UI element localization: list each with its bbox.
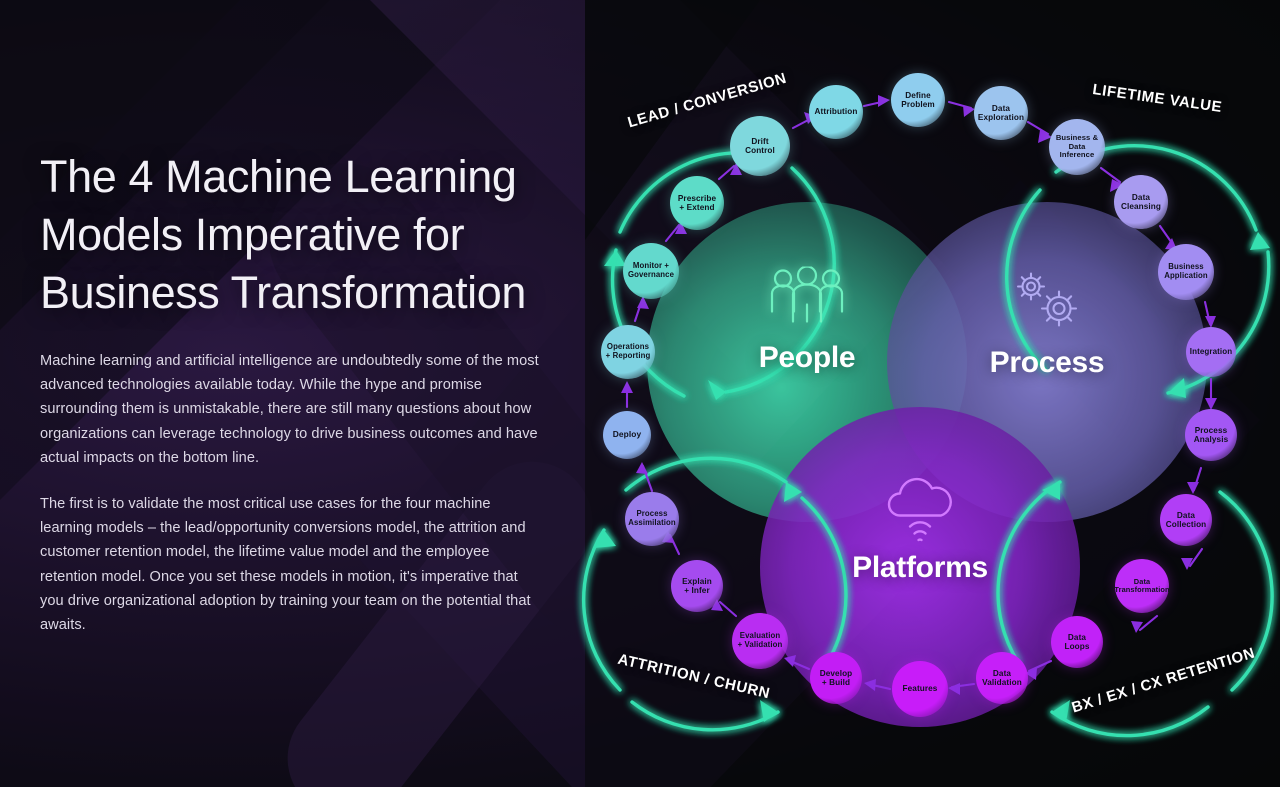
process-node-label: Monitor +Governance: [627, 261, 675, 279]
arc-lifetime-value-right: [1166, 250, 1271, 395]
process-node-label: Evaluation+ Validation: [737, 631, 783, 649]
process-node-label: Develop+ Build: [819, 668, 853, 687]
arrowhead-lead-left: [604, 250, 626, 266]
body-paragraph-2: The first is to validate the most critic…: [40, 496, 531, 634]
process-node-label: Integration: [1189, 346, 1233, 356]
ml-lifecycle-diagram: People Process: [580, 0, 1280, 787]
process-node-develop-build[interactable]: Develop+ Build: [810, 652, 862, 704]
headline-line-1: The 4 Machine Learning: [40, 151, 517, 202]
gears-icon: [1009, 267, 1085, 334]
process-node-label: Attribution: [814, 107, 858, 117]
arrowhead-lead-in: [708, 380, 726, 400]
arrowhead-bx-bottom: [1052, 700, 1070, 722]
headline-line-2: Models Imperative for: [40, 209, 465, 260]
process-node-explain-infer[interactable]: Explain+ Infer: [671, 560, 723, 612]
cloud-signal-icon: [876, 474, 964, 551]
body-paragraph-1: Machine learning and artificial intellig…: [40, 353, 539, 466]
venn-circle-platforms: [760, 407, 1080, 727]
process-node-label: Explain+ Infer: [682, 576, 712, 595]
process-node-prescribe-extend[interactable]: Prescribe+ Extend: [670, 176, 724, 230]
venn-circles: [647, 202, 1207, 727]
process-node-attribution[interactable]: Attribution: [809, 85, 863, 139]
process-node-label: Business &Data Inference: [1055, 133, 1099, 160]
process-node-evaluation-validation[interactable]: Evaluation+ Validation: [732, 613, 788, 669]
arrowhead-bx-left: [1042, 482, 1060, 500]
process-node-operations-reporting[interactable]: Operations+ Reporting: [601, 325, 655, 379]
process-node-label: Operations+ Reporting: [605, 342, 651, 360]
arrowhead-attr-bottom: [760, 700, 778, 722]
process-node-features[interactable]: Features: [892, 661, 948, 717]
process-node-label: Prescribe+ Extend: [677, 193, 717, 212]
process-node-label: Features: [902, 684, 938, 694]
arc-lead-conversion-right: [724, 166, 836, 394]
arc-lifetime-value-left: [1005, 188, 1048, 372]
process-node-deploy[interactable]: Deploy: [603, 411, 651, 459]
arc-bx-ex-cx-left: [996, 480, 1062, 664]
arrowhead-attr-topleft: [594, 530, 616, 548]
people-group-icon: [765, 265, 849, 334]
arrowhead-lifetime-right: [1168, 378, 1186, 398]
arrowhead-attr-right: [784, 482, 802, 502]
arc-bx-ex-cx-bottom: [1050, 705, 1210, 738]
venn-label-process: Process: [989, 346, 1105, 379]
process-node-monitor-governance[interactable]: Monitor +Governance: [623, 243, 679, 299]
article-text-column: The 4 Machine Learning Models Imperative…: [40, 148, 540, 637]
process-node-integration[interactable]: Integration: [1186, 327, 1236, 377]
venn-label-platforms: Platforms: [852, 551, 988, 584]
process-node-label: Deploy: [612, 429, 642, 440]
venn-label-people: People: [758, 341, 856, 374]
arc-attrition-churn-left: [581, 528, 622, 692]
headline-line-3: Business Transformation: [40, 267, 527, 318]
arc-attrition-churn-top: [624, 456, 788, 492]
process-node-business-data-inference[interactable]: Business &Data Inference: [1049, 119, 1105, 175]
cycle-arcs-and-arrows: [581, 95, 1274, 738]
arc-attrition-churn-right: [800, 496, 848, 678]
arrowhead-lifetime-top: [1250, 232, 1270, 250]
arc-attrition-churn-bottom: [630, 700, 780, 732]
page-title: The 4 Machine Learning Models Imperative…: [40, 148, 540, 322]
arc-bx-ex-cx-right: [1218, 490, 1274, 692]
